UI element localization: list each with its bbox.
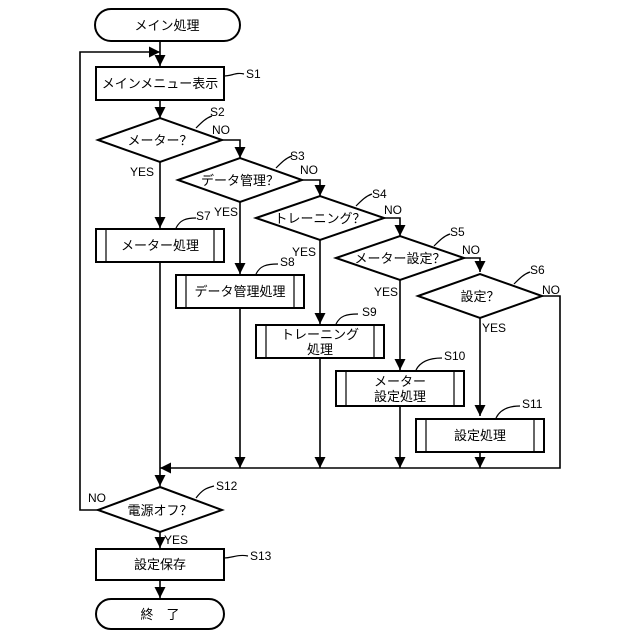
end-terminator: 終 了 xyxy=(96,599,224,629)
s5-leader xyxy=(434,234,450,246)
s4-yes-label: YES xyxy=(292,245,316,259)
process-s13: 設定保存 S13 xyxy=(96,549,272,580)
s6-step-label: S6 xyxy=(530,263,545,277)
s6-label: 設定？ xyxy=(460,289,499,305)
end-label: 終 了 xyxy=(140,607,179,623)
connector-s12-loop xyxy=(80,52,160,510)
start-terminator: メイン処理 xyxy=(95,9,240,41)
s7-step-label: S7 xyxy=(196,209,211,223)
process-s1: メインメニュー表示 S1 xyxy=(96,67,261,100)
s7-label: メーター処理 xyxy=(121,239,199,254)
s9-step-label: S9 xyxy=(362,305,377,319)
s5-label: メーター設定？ xyxy=(354,251,445,267)
s2-no-label: NO xyxy=(212,123,230,137)
s9-label-line1: トレーニング xyxy=(281,328,359,343)
connector-s5-s6 xyxy=(462,258,480,272)
s1-label: メインメニュー表示 xyxy=(102,77,219,92)
s2-label: メーター？ xyxy=(127,134,192,149)
s1-leader xyxy=(224,73,244,76)
s12-yes-label: YES xyxy=(164,533,188,547)
s10-step-label: S10 xyxy=(444,349,466,363)
s11-leader xyxy=(496,406,520,418)
decision-s12: 電源オフ？ S12 NO YES xyxy=(88,479,238,547)
s12-label: 電源オフ？ xyxy=(127,504,192,519)
s7-leader xyxy=(176,218,196,228)
s3-yes-label: YES xyxy=(214,205,238,219)
s8-leader xyxy=(256,264,278,274)
s1-step-label: S1 xyxy=(246,67,261,81)
connector-s4-s5 xyxy=(382,218,400,236)
s12-leader xyxy=(196,486,214,498)
s9-leader xyxy=(336,314,358,324)
s6-yes-label: YES xyxy=(482,321,506,335)
s13-label: 設定保存 xyxy=(134,557,186,573)
s2-yes-label: YES xyxy=(130,165,154,179)
s5-yes-label: YES xyxy=(374,285,398,299)
s13-leader xyxy=(224,555,248,558)
s12-step-label: S12 xyxy=(216,479,238,493)
s3-label: データ管理？ xyxy=(201,173,279,189)
decision-s6: 設定？ S6 NO YES xyxy=(418,263,560,335)
s10-leader xyxy=(416,358,442,370)
s4-no-label: NO xyxy=(384,203,402,217)
s13-step-label: S13 xyxy=(250,549,272,563)
s3-no-label: NO xyxy=(300,163,318,177)
s9-label-line2: 処理 xyxy=(307,343,333,358)
s10-label-line2: 設定処理 xyxy=(374,389,426,405)
s4-label: トレーニング？ xyxy=(274,212,365,227)
start-label: メイン処理 xyxy=(134,19,199,34)
s2-step-label: S2 xyxy=(210,105,225,119)
s5-no-label: NO xyxy=(462,243,480,257)
s11-step-label: S11 xyxy=(522,397,543,411)
s6-no-label: NO xyxy=(542,283,560,297)
connector-s2-s3 xyxy=(222,140,240,158)
connector-s3-s4 xyxy=(302,180,320,196)
s8-step-label: S8 xyxy=(280,255,295,269)
s8-label: データ管理処理 xyxy=(194,284,285,300)
s12-no-label: NO xyxy=(88,491,106,505)
s4-step-label: S4 xyxy=(372,187,387,201)
s4-leader xyxy=(356,194,372,206)
s11-label: 設定処理 xyxy=(454,428,506,444)
s6-leader xyxy=(514,272,530,284)
s3-step-label: S3 xyxy=(290,149,305,163)
s10-label-line1: メーター xyxy=(374,375,426,390)
s5-step-label: S5 xyxy=(450,225,465,239)
